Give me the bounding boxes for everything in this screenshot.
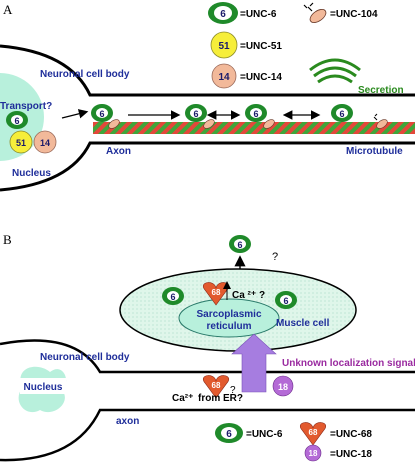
svg-text:6: 6 [339,109,344,119]
svg-text:14: 14 [218,72,230,83]
svg-text:6: 6 [170,292,175,302]
svg-text:51: 51 [218,41,230,52]
cell-body-b-label: Neuronal cell body [40,352,130,363]
legend-unc6-b-label: =UNC-6 [246,429,283,440]
microtubule [93,122,415,134]
panel-b-label: B [3,232,12,247]
svg-text:6: 6 [14,116,19,126]
svg-text:6: 6 [237,240,242,250]
svg-text:68: 68 [309,428,318,437]
ca-question: Ca ²⁺ ? [232,290,265,301]
legend-unc104-label: =UNC-104 [330,9,378,20]
neuron-outline-a [0,44,415,192]
svg-text:51: 51 [16,138,26,148]
svg-text:6: 6 [226,429,232,440]
unc68-neuron: 68 [203,375,229,399]
signal-arrow-icon [231,333,277,393]
nucleus-b-label: Nucleus [24,382,63,393]
svg-text:6: 6 [220,9,226,20]
svg-text:6: 6 [99,109,104,119]
question-top: ? [272,251,278,263]
transported-particles-a: 6 6 6 6 [91,104,388,129]
legend-b: 6 =UNC-6 68 =UNC-68 18 =UNC-18 [215,422,372,462]
legend-a: 6 =UNC-6 =UNC-104 51 =UNC-51 14 =UNC-14 [208,2,378,89]
microtubule-label: Microtubule [346,146,403,157]
secretion-waves-icon [309,58,361,84]
svg-text:18: 18 [309,449,318,458]
ca-er-label-2: from ER? [198,393,243,404]
sarco-label-2: reticulum [206,321,251,332]
arrows-a [61,109,321,120]
q68: ? [230,385,236,396]
unc6-in-muscle-left: 6 [162,287,184,305]
svg-text:68: 68 [212,288,221,297]
axon-b-label: axon [116,416,139,427]
legend-unc51-label: =UNC-51 [240,41,282,52]
legend-unc51-icon: 51 [210,31,238,59]
unc6-complex-a: 6 51 14 [6,111,57,154]
neuron-outline-b [0,339,415,462]
legend-unc18-label: =UNC-18 [330,449,372,460]
nucleus-a-label: Nucleus [12,168,51,179]
legend-unc68-label: =UNC-68 [330,429,372,440]
legend-unc68-icon: 68 [300,422,326,446]
legend-unc14-icon: 14 [211,63,237,89]
unc6-in-muscle-right: 6 [275,291,297,309]
legend-unc6-b-icon: 6 [215,423,243,443]
secreted-unc6-b: 6 [229,235,251,253]
svg-text:68: 68 [212,381,221,390]
nucleus-b-label-bg [20,378,66,394]
transport-label: Transport? [0,101,52,112]
legend-unc18-icon: 18 [304,444,322,462]
svg-text:6: 6 [283,296,288,306]
cell-body-a-label: Neuronal cell body [40,69,130,80]
panel-a-label: A [3,2,13,17]
unc18-neuron: 18 [272,375,294,397]
ca-er-label-1: Ca²⁺ [172,393,193,404]
legend-unc6-icon: 6 [208,2,238,24]
svg-text:14: 14 [40,138,50,148]
secretion-label: Secretion [358,85,404,96]
legend-unc14-label: =UNC-14 [240,72,282,83]
sarcoplasmic-reticulum [178,298,280,338]
legend-unc104-icon [303,2,327,23]
sarco-label-1: Sarcoplasmic [196,309,261,320]
axon-a-label: Axon [106,146,131,157]
legend-unc6-label: =UNC-6 [240,9,277,20]
svg-text:18: 18 [278,382,288,392]
signal-label: Unknown localization signal? [282,358,415,369]
svg-text:6: 6 [193,109,198,119]
svg-text:6: 6 [253,109,258,119]
muscle-cell-label: Muscle cell [276,318,330,329]
